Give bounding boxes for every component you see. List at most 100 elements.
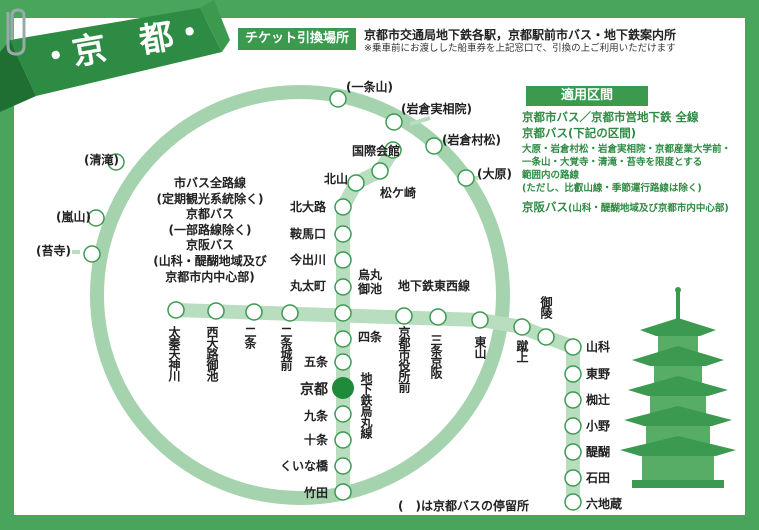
station-marker-kokedera xyxy=(83,245,101,263)
bus-service-loop xyxy=(90,85,510,505)
station-takeda: 竹田 xyxy=(304,486,329,500)
station-marker-karasuma-oike xyxy=(334,304,352,322)
station-marker-iwakura-jissoin xyxy=(385,113,403,131)
station-matsugasaki: 松ケ崎 xyxy=(380,186,417,200)
station-marker-marutamachi xyxy=(334,278,352,296)
station-keage: 蹴上 xyxy=(515,340,529,362)
legend-line-2: 京都バス(下記の区間) xyxy=(522,126,637,140)
station-marker-shijo xyxy=(334,330,352,348)
station-marker-jujo xyxy=(334,431,352,449)
legend-line-4: 一条山・大覚寺・清滝・苔寺を限度とする xyxy=(522,157,703,168)
station-marker-ishida xyxy=(564,469,582,487)
station-misasagi: 御陵 xyxy=(539,296,553,318)
legend-footnote: ( )は京都バスの停留所 xyxy=(398,499,529,513)
bus-stop-ohara: (大原) xyxy=(477,167,512,181)
title-banner xyxy=(10,8,222,96)
legend-line-7-main: 京阪バス xyxy=(522,200,568,214)
bus-stop-kiyotaki: (清滝) xyxy=(84,153,119,167)
station-marker-ichijoyama xyxy=(329,90,347,108)
station-kitayama: 北山 xyxy=(324,172,349,186)
ticket-exchange-label: チケット引換場所 xyxy=(238,28,356,50)
karasuma-line-name: 地下鉄烏丸線 xyxy=(359,372,373,438)
station-higashino: 東野 xyxy=(586,367,611,381)
paperclip-icon xyxy=(6,8,26,56)
station-marker-imadegawa xyxy=(334,251,352,269)
station-marker-kyoto xyxy=(332,377,354,399)
station-kyoto: 京都 xyxy=(300,382,328,398)
station-uzumasa-tenjingawa: 太秦天神川 xyxy=(167,326,181,381)
legend-line-1: 京都市バス／京都市営地下鉄 全線 xyxy=(522,110,699,124)
station-marker-nijojo-mae xyxy=(281,304,299,322)
station-marker-uzumasa-tenjingawa xyxy=(167,301,185,319)
legend-line-6: (ただし、比叡山線・季節運行路線は除く) xyxy=(522,183,702,194)
station-marker-kitaoji xyxy=(334,198,352,216)
legend-line-7: 京阪バス(山科・醍醐地域及び京都市内中心部) xyxy=(522,198,729,214)
station-kujo: 九条 xyxy=(304,409,329,423)
station-marker-keage xyxy=(513,318,531,336)
station-marker-arashiyama xyxy=(87,209,105,227)
station-marker-sanjo-keihan xyxy=(429,308,447,326)
station-imadegawa: 今出川 xyxy=(290,253,327,267)
station-daigo: 醍醐 xyxy=(586,445,611,459)
station-marker-daigo xyxy=(564,443,582,461)
station-kuramaguchi: 鞍馬口 xyxy=(290,227,327,241)
station-marker-higashino xyxy=(564,365,582,383)
legend-line-3: 大原・岩倉村松・岩倉実相院・京都産業大学前・ xyxy=(522,144,732,155)
bus-stop-arashiyama: (嵐山) xyxy=(56,210,91,224)
station-marker-higashiyama xyxy=(471,311,489,329)
legend-line-5: 範囲内の路線 xyxy=(522,170,580,181)
station-marker-kujo xyxy=(334,405,352,423)
station-kyoto-shiyakusho-mae: 京都市役所前 xyxy=(397,326,411,392)
legend-title: 適用区間 xyxy=(526,86,648,106)
station-sanjo-keihan: 三条京阪 xyxy=(429,334,443,378)
station-marker-nishioji-oike xyxy=(207,302,225,320)
bus-stop-ichijoyama: (一条山) xyxy=(346,80,393,94)
title-banner-fold xyxy=(0,40,36,112)
bus-services-list: 市バス全路線 (定期観光系統除く) 京都バス (一部路線除く) 京阪バス (山科… xyxy=(153,176,267,284)
legend-line-7-sub: (山科・醍醐地域及び京都市内中心部) xyxy=(568,203,729,214)
station-karasuma-oike: 烏丸御池 xyxy=(358,268,383,297)
station-markers xyxy=(83,90,582,511)
tozai-line-name: 地下鉄東西線 xyxy=(398,279,471,293)
station-marker-kyoto-shiyakusho-mae xyxy=(395,307,413,325)
ticket-exchange-note: ※乗車前にお渡しした船車券を上記窓口で、引換の上ご利用いただけます xyxy=(364,43,676,54)
station-kitaoji: 北大路 xyxy=(290,200,327,214)
station-marker-kitayama xyxy=(347,174,365,192)
station-marutamachi: 丸太町 xyxy=(290,279,327,293)
station-gojo: 五条 xyxy=(304,355,329,369)
pagoda-illustration xyxy=(620,287,736,488)
station-nijo: 二条 xyxy=(243,326,257,348)
station-yamashina: 山科 xyxy=(586,340,611,354)
station-marker-kiyotaki xyxy=(107,153,125,171)
station-marker-gojo xyxy=(334,353,352,371)
station-higashiyama: 東山 xyxy=(473,336,487,358)
ticket-exchange-places: 京都市交通局地下鉄各駅，京都駅前市バス・地下鉄案内所 xyxy=(364,28,677,42)
station-marker-ono xyxy=(564,417,582,435)
station-kuinabashi: くいな橋 xyxy=(280,459,329,473)
station-marker-nijo xyxy=(245,303,263,321)
station-nijojo-mae: 二条城前 xyxy=(279,326,293,370)
station-ono: 小野 xyxy=(586,419,611,433)
station-marker-iwakura-muramatsu xyxy=(425,137,443,155)
station-nagitsuji: 椥辻 xyxy=(586,393,611,407)
station-marker-rokujizo xyxy=(564,493,582,511)
station-marker-yamashina xyxy=(564,338,582,356)
station-marker-matsugasaki xyxy=(371,162,389,180)
station-nishioji-oike: 西大路御池 xyxy=(205,326,219,381)
station-jujo: 十条 xyxy=(304,433,329,447)
title-banner-edge xyxy=(200,0,230,52)
station-marker-kokusaikaikan xyxy=(384,141,402,159)
station-shijo: 四条 xyxy=(358,330,383,344)
station-marker-kuinabashi xyxy=(334,457,352,475)
bus-stop-iwakura-muramatsu: (岩倉村松) xyxy=(442,133,501,147)
station-ishida: 石田 xyxy=(586,471,611,485)
bus-stop-kokedera: (苔寺) xyxy=(36,244,71,258)
station-marker-ohara xyxy=(457,169,475,187)
station-marker-nagitsuji xyxy=(564,391,582,409)
station-kokusaikaikan: 国際会館 xyxy=(352,144,401,158)
station-marker-kuramaguchi xyxy=(334,225,352,243)
station-marker-takeda xyxy=(334,483,352,501)
station-rokujizo: 六地蔵 xyxy=(586,497,623,511)
station-marker-misasagi xyxy=(537,328,555,346)
